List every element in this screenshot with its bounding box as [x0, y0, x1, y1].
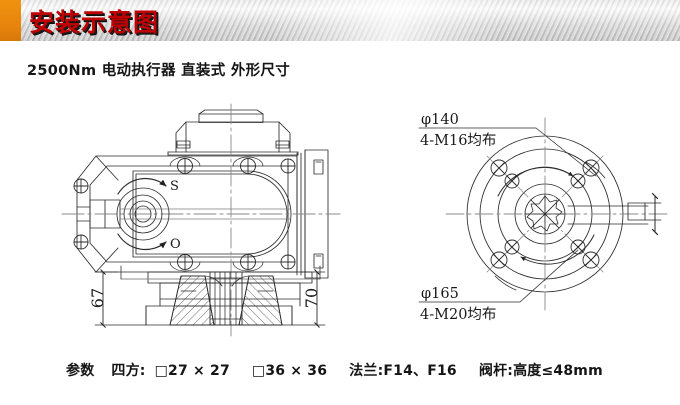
annotation-4m16: 4-M16均布: [420, 132, 496, 149]
annotation-phi140: φ140: [421, 112, 459, 128]
param-square-1: □27 × 27: [154, 363, 230, 379]
left-view-actuator: [61, 103, 341, 337]
param-stem: 阀杆:高度≤48mm: [478, 363, 603, 379]
subtitle: 2500Nm 电动执行器 直装式 外形尺寸: [27, 63, 291, 79]
top-cover: [167, 109, 299, 156]
rotation-label-shut: S: [170, 179, 179, 194]
annotation-phi165: φ165: [421, 286, 459, 302]
bottom-section: [120, 271, 321, 326]
annotation-leaders: [418, 127, 597, 303]
section-extension-ticks: [120, 265, 321, 280]
dimension-label-67: 67: [88, 288, 107, 308]
dimension-70: [291, 269, 326, 328]
right-view-flange: [418, 117, 669, 313]
inner-bolt-holes: [504, 173, 586, 255]
splined-hub: [524, 193, 566, 235]
rotation-label-open: O: [170, 237, 181, 252]
rotary-hub: [116, 187, 291, 241]
rotation-arrow-shut: [117, 177, 167, 195]
param-flange: 法兰:F14、F16: [349, 363, 457, 379]
param-square-2: □36 × 36: [251, 363, 328, 379]
rotation-arrow-open: [117, 233, 167, 251]
dimension-67: [94, 269, 147, 328]
parameters-line: 参数四方: □27 × 27 □36 × 36 法兰:F14、F16 阀杆:高度≤48m…: [66, 360, 603, 380]
body-bolts: [73, 156, 296, 272]
page-title: 安装示意图: [29, 8, 160, 37]
annotation-4m20: 4-M20均布: [420, 306, 496, 323]
banner-accent-bar: [0, 0, 21, 41]
flange-rotation-arcs: [494, 161, 606, 291]
param-label: 参数: [66, 363, 95, 379]
outer-bolt-holes: [490, 159, 600, 269]
param-square-label: 四方:: [111, 363, 146, 379]
dimension-label-70: 70: [302, 288, 321, 308]
stem-terminal: [567, 192, 662, 236]
